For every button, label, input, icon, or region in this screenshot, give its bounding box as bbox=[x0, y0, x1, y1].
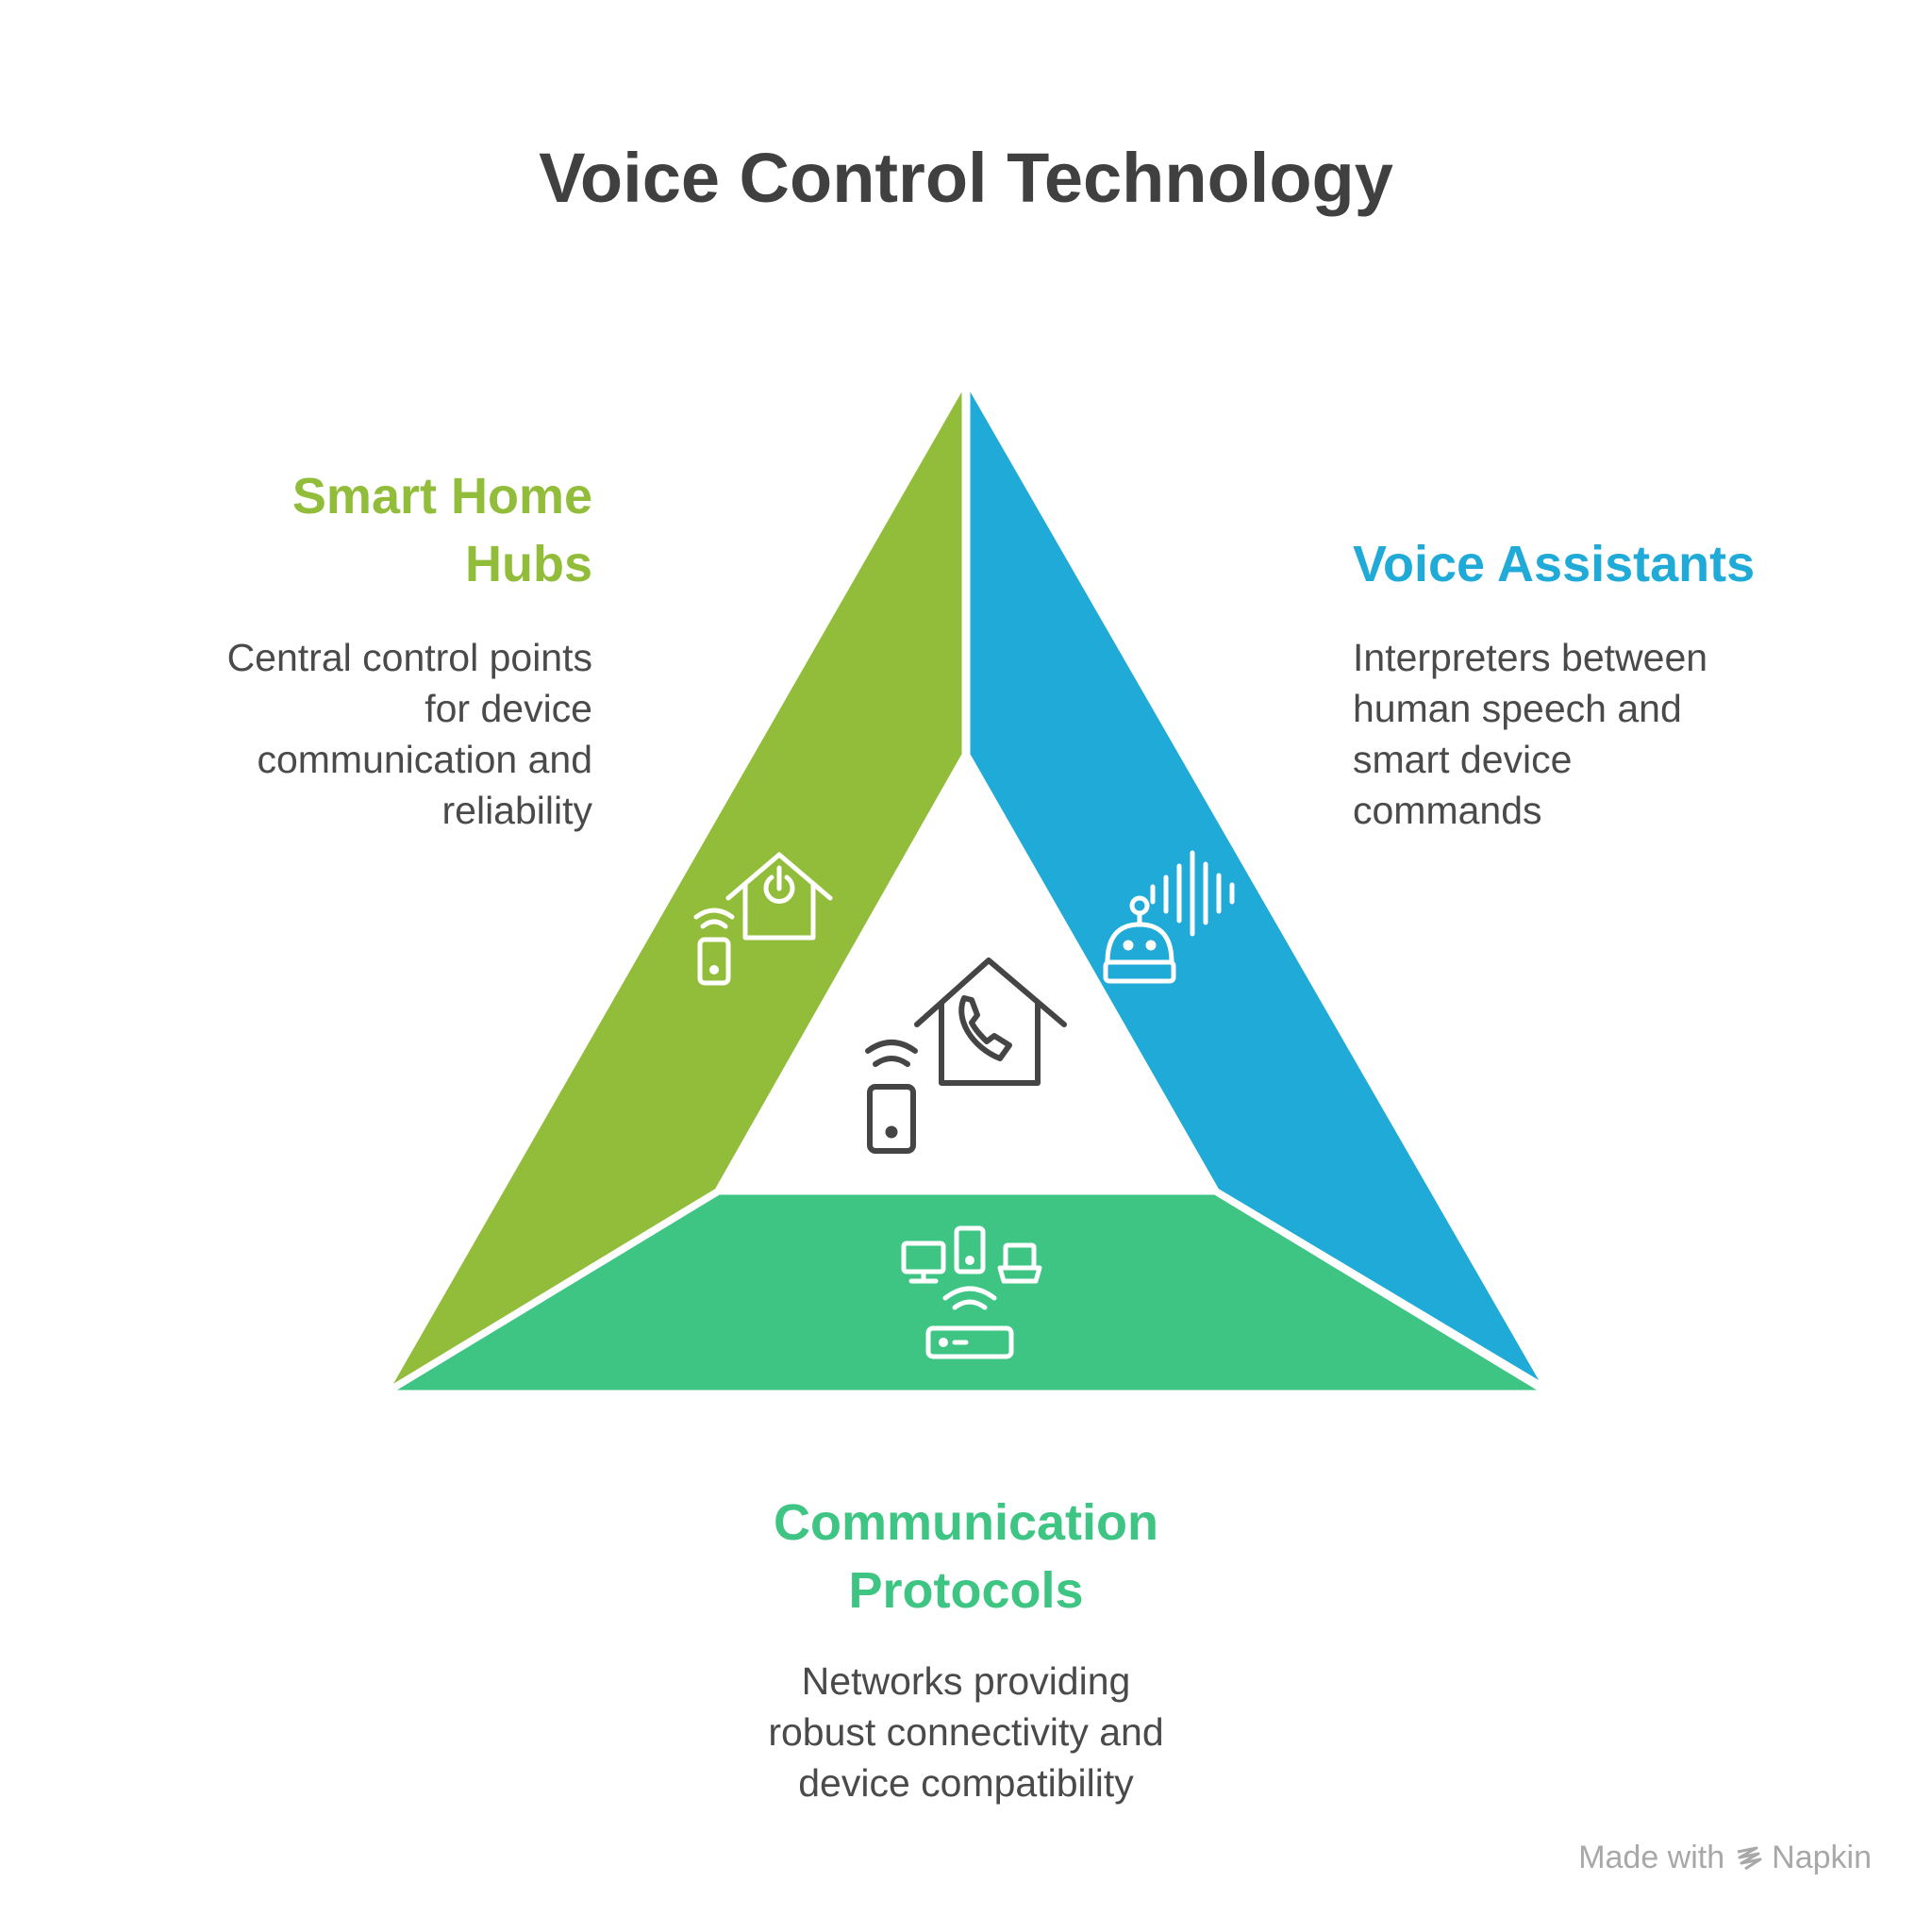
communication-protocols-heading-line2: Protocols bbox=[848, 1562, 1084, 1619]
smart-home-hubs-heading: Smart Home Hubs bbox=[26, 462, 592, 598]
communication-protocols-heading-line1: Communication bbox=[773, 1494, 1158, 1551]
voice-assistants-desc-line: Interpreters between bbox=[1353, 636, 1708, 679]
voice-assistants-heading: Voice Assistants bbox=[1353, 536, 1756, 592]
smart-home-hubs-desc-line: Central control points bbox=[226, 636, 592, 679]
communication-protocols-desc-line: device compatibility bbox=[798, 1761, 1134, 1805]
network-devices-icon bbox=[901, 1225, 1042, 1359]
voice-assistants-segment bbox=[965, 380, 1548, 1390]
voice-assistants-description: Interpreters between human speech and sm… bbox=[1353, 632, 1796, 836]
voice-assistants-desc-line: commands bbox=[1353, 789, 1542, 832]
voice-robot-icon bbox=[1103, 850, 1235, 984]
smart-home-hubs-desc-line: for device bbox=[425, 687, 592, 730]
communication-protocols-heading: Communication Protocols bbox=[683, 1489, 1249, 1624]
smart-home-hubs-desc-line: reliability bbox=[441, 789, 593, 832]
smart-home-phone-icon bbox=[865, 958, 1067, 1154]
communication-protocols-desc-line: Networks providing bbox=[801, 1659, 1131, 1703]
communication-protocols-description: Networks providing robust connectivity a… bbox=[683, 1656, 1249, 1808]
smart-home-hubs-description: Central control points for device commun… bbox=[102, 632, 592, 836]
smart-home-hubs-segment bbox=[384, 380, 967, 1393]
smart-home-hub-icon bbox=[693, 852, 833, 986]
voice-assistants-desc-line: smart device bbox=[1353, 738, 1573, 781]
smart-home-hubs-desc-line: communication and bbox=[257, 738, 592, 781]
made-with-label: Made with bbox=[1578, 1840, 1725, 1875]
made-with-napkin-badge[interactable]: Made with Napkin bbox=[1578, 1840, 1872, 1876]
communication-protocols-desc-line: robust connectivity and bbox=[768, 1710, 1164, 1754]
page-title: Voice Control Technology bbox=[539, 139, 1393, 217]
smart-home-hubs-heading-line1: Smart Home bbox=[291, 468, 592, 525]
voice-assistants-desc-line: human speech and bbox=[1353, 687, 1682, 730]
communication-protocols-segment bbox=[386, 1190, 1548, 1395]
smart-home-hubs-heading-line2: Hubs bbox=[465, 536, 592, 592]
napkin-logo-icon bbox=[1737, 1846, 1762, 1870]
napkin-brand-name: Napkin bbox=[1772, 1840, 1872, 1875]
